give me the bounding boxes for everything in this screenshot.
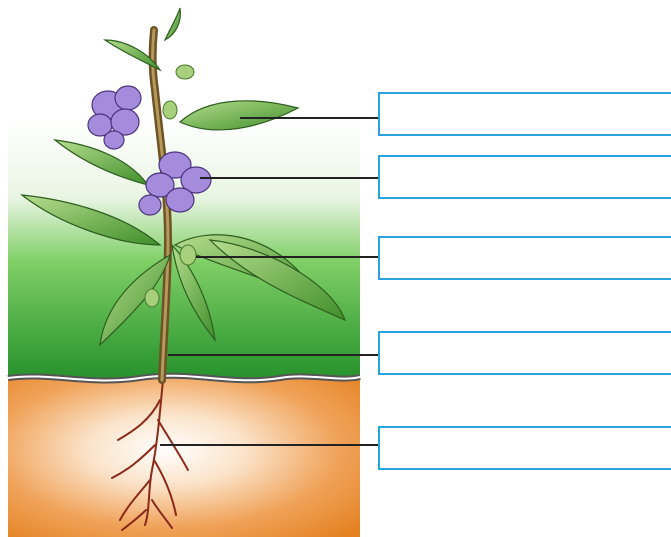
label-box-stem[interactable] — [378, 331, 671, 375]
label-box-flower[interactable] — [378, 155, 671, 199]
label-box-leaf[interactable] — [378, 92, 671, 136]
label-box-root[interactable] — [378, 426, 671, 470]
soil-background — [8, 378, 360, 537]
label-box-bud[interactable] — [378, 236, 671, 280]
